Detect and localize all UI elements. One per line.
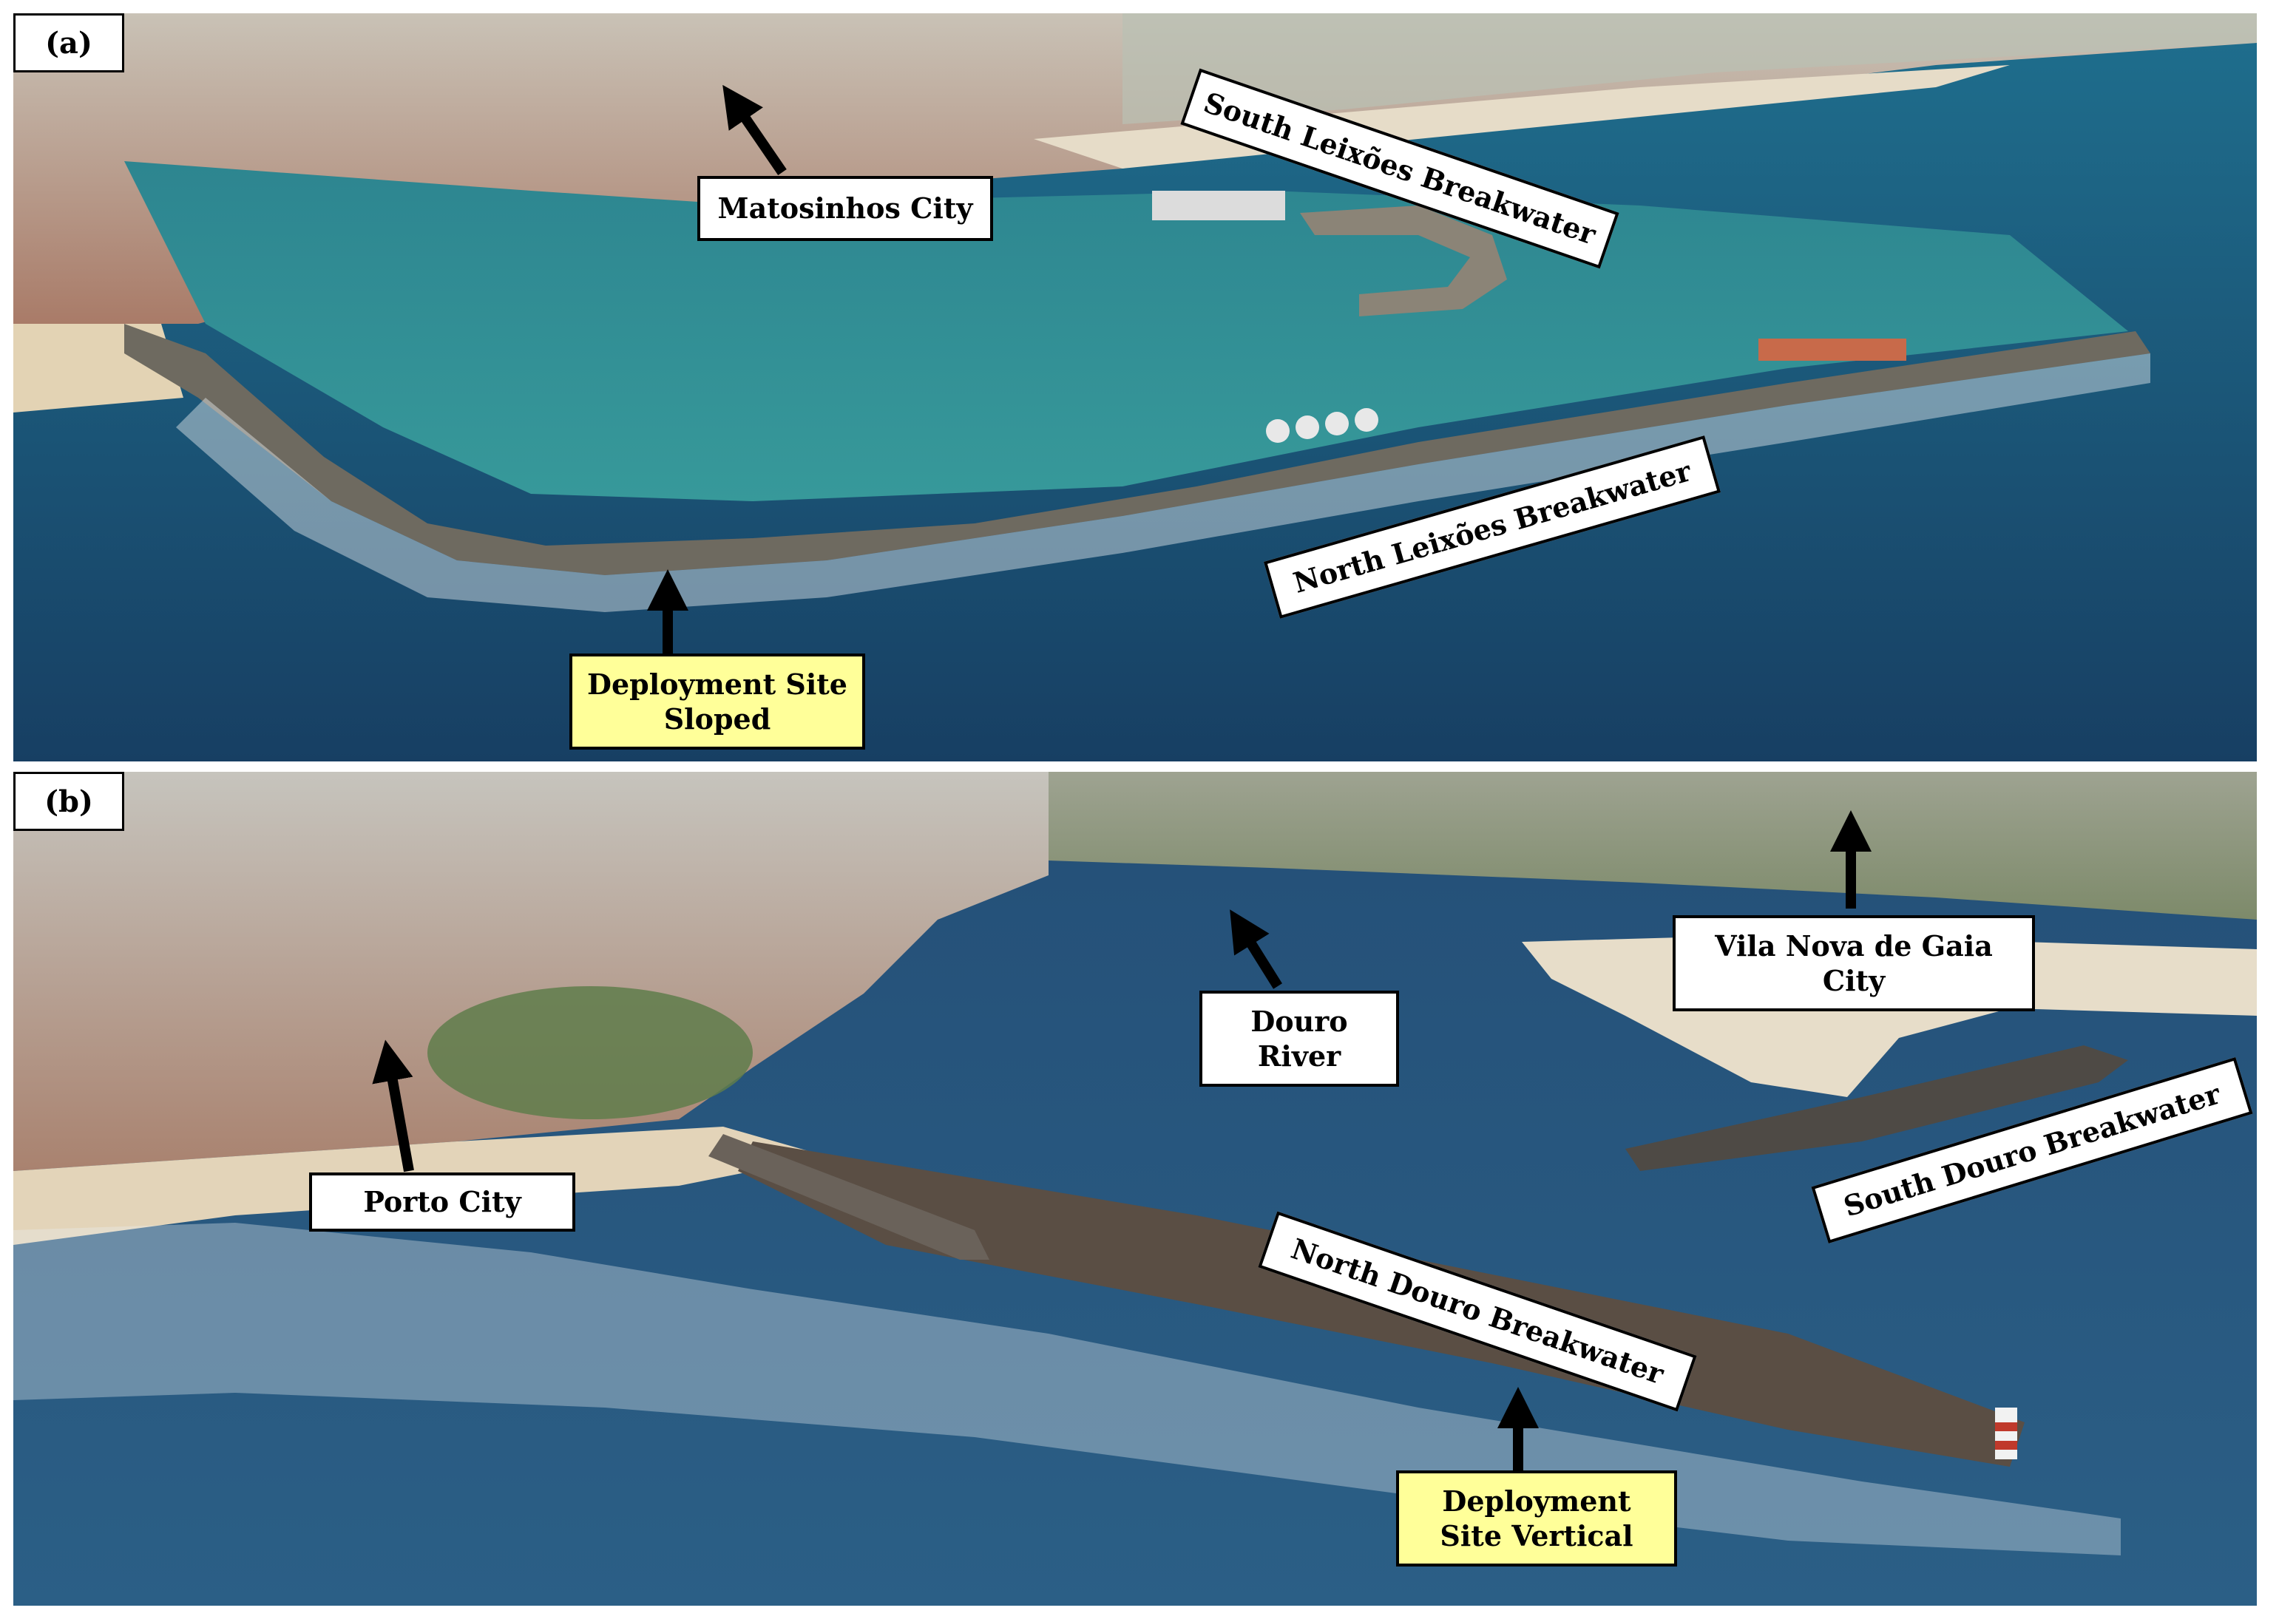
panel-label-b: (b) [13,772,124,831]
gaia-city-line2: City [1822,964,1886,997]
panel-b-aerial-photo: (b) Douro River Vila Nova de Gaia City P… [13,772,2257,1606]
deployment-vertical-line1: Deployment [1442,1484,1631,1518]
callout-douro-river: Douro River [1199,991,1399,1087]
callout-porto-city: Porto City [309,1172,575,1232]
callout-deployment-site-vertical: Deployment Site Vertical [1396,1470,1677,1567]
callout-matosinhos-city: Matosinhos City [697,176,993,241]
deployment-vertical-line2: Site Vertical [1440,1519,1633,1552]
panel-a-aerial-photo: (a) Matosinhos City South Leixões Breakw… [13,13,2257,761]
douro-river-line2: River [1257,1039,1341,1073]
panel-label-a: (a) [13,13,124,72]
callout-vila-nova-de-gaia-city: Vila Nova de Gaia City [1673,915,2035,1011]
gaia-city-line1: Vila Nova de Gaia [1715,929,1993,963]
deployment-sloped-line1: Deployment Site [587,667,847,701]
douro-river-line1: Douro [1250,1004,1348,1038]
deployment-sloped-line2: Sloped [663,702,771,736]
callout-deployment-site-sloped: Deployment Site Sloped [569,654,865,750]
leixoes-harbor-photo [13,13,2257,761]
